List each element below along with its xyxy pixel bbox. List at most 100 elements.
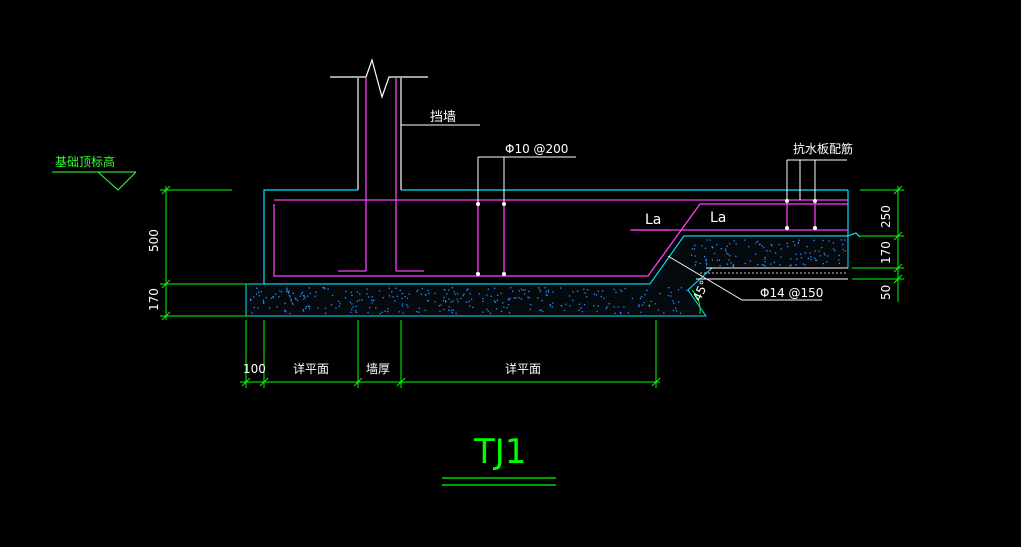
- concrete-speckle: [755, 242, 757, 244]
- concrete-speckle: [623, 306, 625, 308]
- concrete-speckle: [287, 291, 289, 293]
- concrete-speckle: [713, 252, 716, 255]
- concrete-speckle: [489, 312, 492, 314]
- concrete-speckle: [402, 312, 404, 314]
- concrete-speckle: [418, 307, 420, 309]
- concrete-speckle: [798, 239, 800, 241]
- concrete-speckle: [448, 309, 450, 311]
- concrete-speckle: [680, 287, 683, 289]
- concrete-speckle: [648, 305, 650, 307]
- concrete-speckle: [486, 308, 488, 310]
- concrete-speckle: [619, 311, 621, 314]
- concrete-speckle: [844, 250, 846, 252]
- concrete-speckle: [757, 263, 759, 266]
- concrete-speckle: [269, 307, 271, 309]
- concrete-speckle: [763, 264, 765, 266]
- concrete-speckle: [728, 259, 730, 261]
- concrete-speckle: [726, 245, 728, 247]
- concrete-speckle: [356, 291, 358, 293]
- concrete-speckle: [344, 297, 346, 299]
- concrete-speckle: [584, 292, 586, 294]
- dim-right-mid: 170: [879, 241, 893, 264]
- concrete-speckle: [508, 299, 510, 301]
- concrete-speckle: [520, 288, 523, 290]
- concrete-speckle: [291, 302, 293, 304]
- concrete-speckle: [260, 291, 262, 293]
- concrete-speckle: [755, 253, 757, 255]
- concrete-speckle: [524, 293, 526, 295]
- concrete-speckle: [757, 240, 759, 243]
- concrete-speckle: [597, 305, 599, 307]
- concrete-speckle: [727, 253, 729, 255]
- concrete-speckle: [613, 306, 615, 308]
- concrete-speckle: [773, 261, 775, 264]
- concrete-speckle: [704, 256, 706, 258]
- concrete-speckle: [641, 304, 644, 306]
- concrete-speckle: [451, 312, 453, 314]
- concrete-speckle: [500, 292, 502, 294]
- concrete-speckle: [807, 257, 810, 260]
- concrete-speckle: [705, 258, 707, 261]
- concrete-speckle: [581, 311, 583, 313]
- concrete-speckle: [388, 295, 391, 297]
- concrete-speckle: [552, 302, 554, 304]
- concrete-speckle: [281, 291, 283, 293]
- concrete-speckle: [442, 299, 445, 302]
- concrete-speckle: [448, 306, 450, 308]
- concrete-speckle: [608, 303, 610, 305]
- concrete-speckle: [255, 293, 258, 295]
- concrete-speckle: [733, 264, 735, 266]
- concrete-speckle: [285, 311, 287, 313]
- concrete-speckle: [301, 291, 304, 293]
- concrete-speckle: [420, 293, 423, 295]
- concrete-speckle: [427, 289, 429, 292]
- elevation-marker: [52, 171, 137, 191]
- concrete-speckle: [672, 309, 675, 311]
- label-bottom-rebar: Φ14 @150: [760, 286, 823, 300]
- rebar-dots: [476, 199, 817, 276]
- concrete-speckle: [699, 262, 701, 265]
- label-rebar-top: Φ10 @200: [505, 142, 568, 156]
- concrete-speckle: [679, 312, 682, 314]
- concrete-speckle: [838, 254, 840, 256]
- concrete-speckle: [794, 244, 796, 246]
- concrete-speckle: [716, 259, 718, 262]
- concrete-speckle: [802, 263, 804, 265]
- concrete-speckle: [600, 295, 602, 298]
- concrete-speckle: [392, 296, 394, 298]
- concrete-speckle: [705, 260, 707, 262]
- concrete-speckle: [408, 293, 410, 295]
- concrete-speckle: [749, 260, 751, 262]
- concrete-speckle: [569, 305, 571, 307]
- concrete-speckle: [450, 301, 452, 303]
- concrete-speckle: [694, 255, 696, 257]
- concrete-speckle: [482, 311, 484, 313]
- concrete-speckle: [401, 303, 404, 305]
- concrete-speckle: [537, 287, 540, 289]
- concrete-speckle: [694, 264, 696, 266]
- concrete-speckle: [821, 246, 823, 249]
- rebar: [273, 78, 848, 277]
- concrete-speckle: [711, 259, 714, 261]
- concrete-speckle: [822, 239, 824, 242]
- concrete-speckle: [823, 252, 825, 254]
- concrete-speckle: [615, 291, 617, 293]
- concrete-speckle: [733, 240, 735, 242]
- concrete-speckle: [735, 243, 737, 245]
- concrete-speckle: [494, 301, 497, 303]
- concrete-speckle: [257, 307, 259, 309]
- concrete-speckle: [452, 309, 454, 311]
- concrete-speckle: [506, 307, 508, 309]
- concrete-speckle: [375, 307, 377, 309]
- concrete-speckle: [398, 311, 400, 313]
- concrete-speckle: [617, 306, 619, 308]
- concrete-speckle: [613, 288, 615, 291]
- concrete-speckle: [327, 288, 329, 290]
- concrete-speckle: [262, 299, 264, 302]
- concrete-speckle: [667, 294, 669, 297]
- concrete-speckle: [284, 302, 286, 304]
- concrete-speckle: [335, 307, 337, 309]
- concrete-speckle: [796, 258, 798, 260]
- concrete-speckle: [528, 290, 530, 293]
- concrete-speckle: [508, 304, 510, 306]
